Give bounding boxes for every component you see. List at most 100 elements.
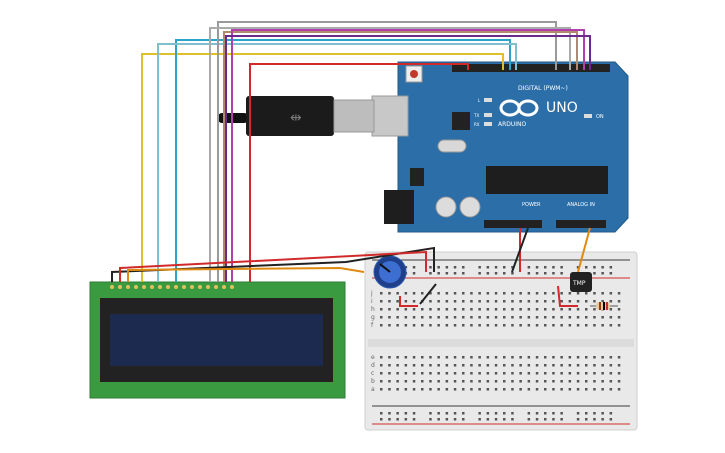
breadboard-hole: [404, 300, 408, 303]
breadboard-hole: [421, 388, 424, 391]
breadboard-hole: [494, 380, 498, 383]
rail-hole: [478, 418, 481, 421]
breadboard-row-letter: c: [371, 370, 374, 377]
breadboard-hole: [503, 324, 506, 327]
breadboard-hole: [568, 356, 572, 359]
breadboard-hole: [511, 300, 514, 303]
breadboard-row-letter: j: [370, 290, 373, 297]
rail-hole: [486, 418, 490, 421]
breadboard-hole: [380, 292, 383, 295]
breadboard-hole: [453, 364, 457, 367]
breadboard-hole: [404, 324, 408, 327]
breadboard-hole: [470, 292, 473, 295]
breadboard-hole: [462, 316, 465, 319]
breadboard-hole: [453, 324, 457, 327]
breadboard-hole: [503, 292, 506, 295]
rail-hole: [429, 412, 432, 415]
breadboard-hole: [421, 324, 424, 327]
reset-button[interactable]: [410, 70, 418, 78]
rail-hole: [494, 272, 498, 275]
breadboard-hole: [445, 364, 449, 367]
arduino-model: UNO: [546, 100, 578, 116]
rail-hole: [585, 412, 588, 415]
breadboard-hole: [527, 324, 531, 327]
breadboard-hole: [404, 292, 408, 295]
lcd-pin: [118, 285, 122, 289]
breadboard-hole: [396, 356, 399, 359]
rail-hole: [478, 266, 481, 269]
rail-hole: [437, 412, 440, 415]
breadboard-hole: [396, 388, 399, 391]
breadboard-hole: [388, 356, 391, 359]
temperature-sensor: TMP: [570, 272, 592, 292]
lcd-pin: [134, 285, 138, 289]
potentiometer[interactable]: [373, 255, 407, 289]
analog-label: ANALOG IN: [567, 202, 595, 208]
rail-hole: [601, 272, 604, 275]
breadboard-hole: [437, 372, 440, 375]
rail-hole: [593, 272, 596, 275]
lcd-pin: [158, 285, 162, 289]
breadboard-hole: [585, 388, 588, 391]
rail-hole: [404, 412, 408, 415]
rail-hole: [494, 266, 498, 269]
lcd-pin: [142, 285, 146, 289]
breadboard-hole: [576, 364, 580, 367]
breadboard-hole: [511, 324, 514, 327]
breadboard-hole: [527, 380, 531, 383]
breadboard-hole: [576, 308, 580, 311]
breadboard-hole: [437, 308, 440, 311]
breadboard-hole: [617, 308, 621, 311]
breadboard-hole: [445, 380, 449, 383]
breadboard-hole: [511, 380, 514, 383]
breadboard-hole: [552, 324, 555, 327]
rail-hole: [560, 266, 563, 269]
breadboard-hole: [380, 364, 383, 367]
breadboard-hole: [462, 372, 465, 375]
rail-hole: [560, 412, 563, 415]
wire-black-gnd: [511, 227, 529, 273]
breadboard-hole: [412, 372, 416, 375]
lcd-pin: [182, 285, 186, 289]
breadboard-hole: [593, 356, 596, 359]
breadboard-hole: [544, 364, 547, 367]
breadboard-hole: [593, 388, 596, 391]
breadboard-hole: [601, 324, 604, 327]
breadboard-hole: [560, 372, 563, 375]
breadboard-hole: [494, 300, 498, 303]
breadboard-hole: [552, 380, 555, 383]
breadboard-hole: [462, 364, 465, 367]
rail-hole: [511, 266, 514, 269]
breadboard-hole: [568, 364, 572, 367]
breadboard-hole: [527, 372, 531, 375]
breadboard-hole: [535, 316, 539, 319]
rail-hole: [593, 412, 596, 415]
breadboard-hole: [544, 292, 547, 295]
rail-hole: [609, 266, 613, 269]
breadboard-hole: [585, 316, 588, 319]
rail-hole: [437, 266, 440, 269]
breadboard-hole: [429, 388, 432, 391]
breadboard-hole: [462, 388, 465, 391]
breadboard-hole: [453, 372, 457, 375]
breadboard-hole: [404, 364, 408, 367]
usb-cable: ⇹: [218, 96, 375, 136]
breadboard-hole: [576, 388, 580, 391]
rail-hole: [601, 412, 604, 415]
breadboard-hole: [494, 316, 498, 319]
breadboard-hole: [609, 324, 613, 327]
breadboard-hole: [380, 324, 383, 327]
breadboard-hole: [478, 388, 481, 391]
breadboard-hole: [568, 380, 572, 383]
breadboard-hole: [388, 308, 391, 311]
breadboard-hole: [462, 356, 465, 359]
breadboard-hole: [437, 364, 440, 367]
on-label: ON: [596, 114, 604, 120]
rail-hole: [544, 266, 547, 269]
rail-hole: [388, 412, 391, 415]
breadboard-hole: [404, 316, 408, 319]
rail-hole: [445, 418, 449, 421]
lcd-pin: [198, 285, 202, 289]
rail-hole: [429, 272, 432, 275]
breadboard-hole: [404, 380, 408, 383]
